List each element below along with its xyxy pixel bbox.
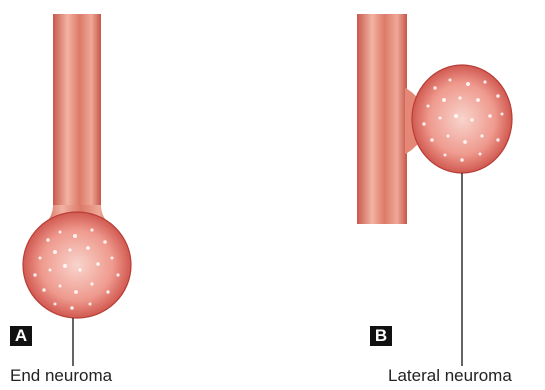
caption-end-neuroma: End neuroma: [10, 366, 112, 386]
nerve-trunk-b: [357, 14, 407, 224]
nerve-trunk-a: [53, 14, 101, 214]
end-neuroma-bulb: [23, 212, 131, 318]
end-neuroma-illustration: [23, 14, 131, 366]
lateral-neuroma-illustration: [357, 14, 512, 366]
panel-label-a: A: [10, 326, 32, 346]
panel-label-b: B: [370, 326, 392, 346]
lateral-neuroma-bulb: [412, 65, 512, 173]
caption-lateral-neuroma: Lateral neuroma: [388, 366, 512, 386]
